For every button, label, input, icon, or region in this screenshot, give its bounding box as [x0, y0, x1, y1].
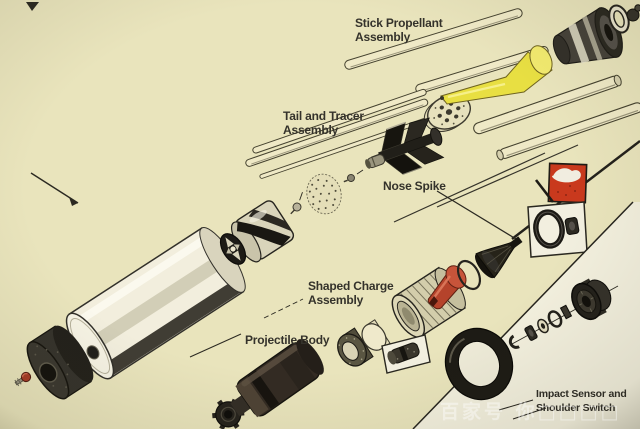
label-text: Tail and Tracer [283, 109, 364, 123]
label-text: Assembly [308, 293, 364, 307]
label-text: Assembly [355, 30, 411, 44]
label-text: Stick Propellant [355, 16, 443, 30]
watermark-text: 百家号 你□□□□ [440, 400, 621, 423]
label-text: Shaped Charge [308, 279, 394, 293]
label-text: Assembly [283, 123, 339, 137]
label-projectile-body: Projectile Body [245, 333, 330, 347]
red-detail-badge [547, 162, 588, 204]
seal-nut [564, 217, 580, 235]
label-text: Impact Sensor and [536, 388, 627, 400]
seal-detail-box [527, 201, 588, 258]
label-nose-spike: Nose Spike [383, 179, 446, 193]
